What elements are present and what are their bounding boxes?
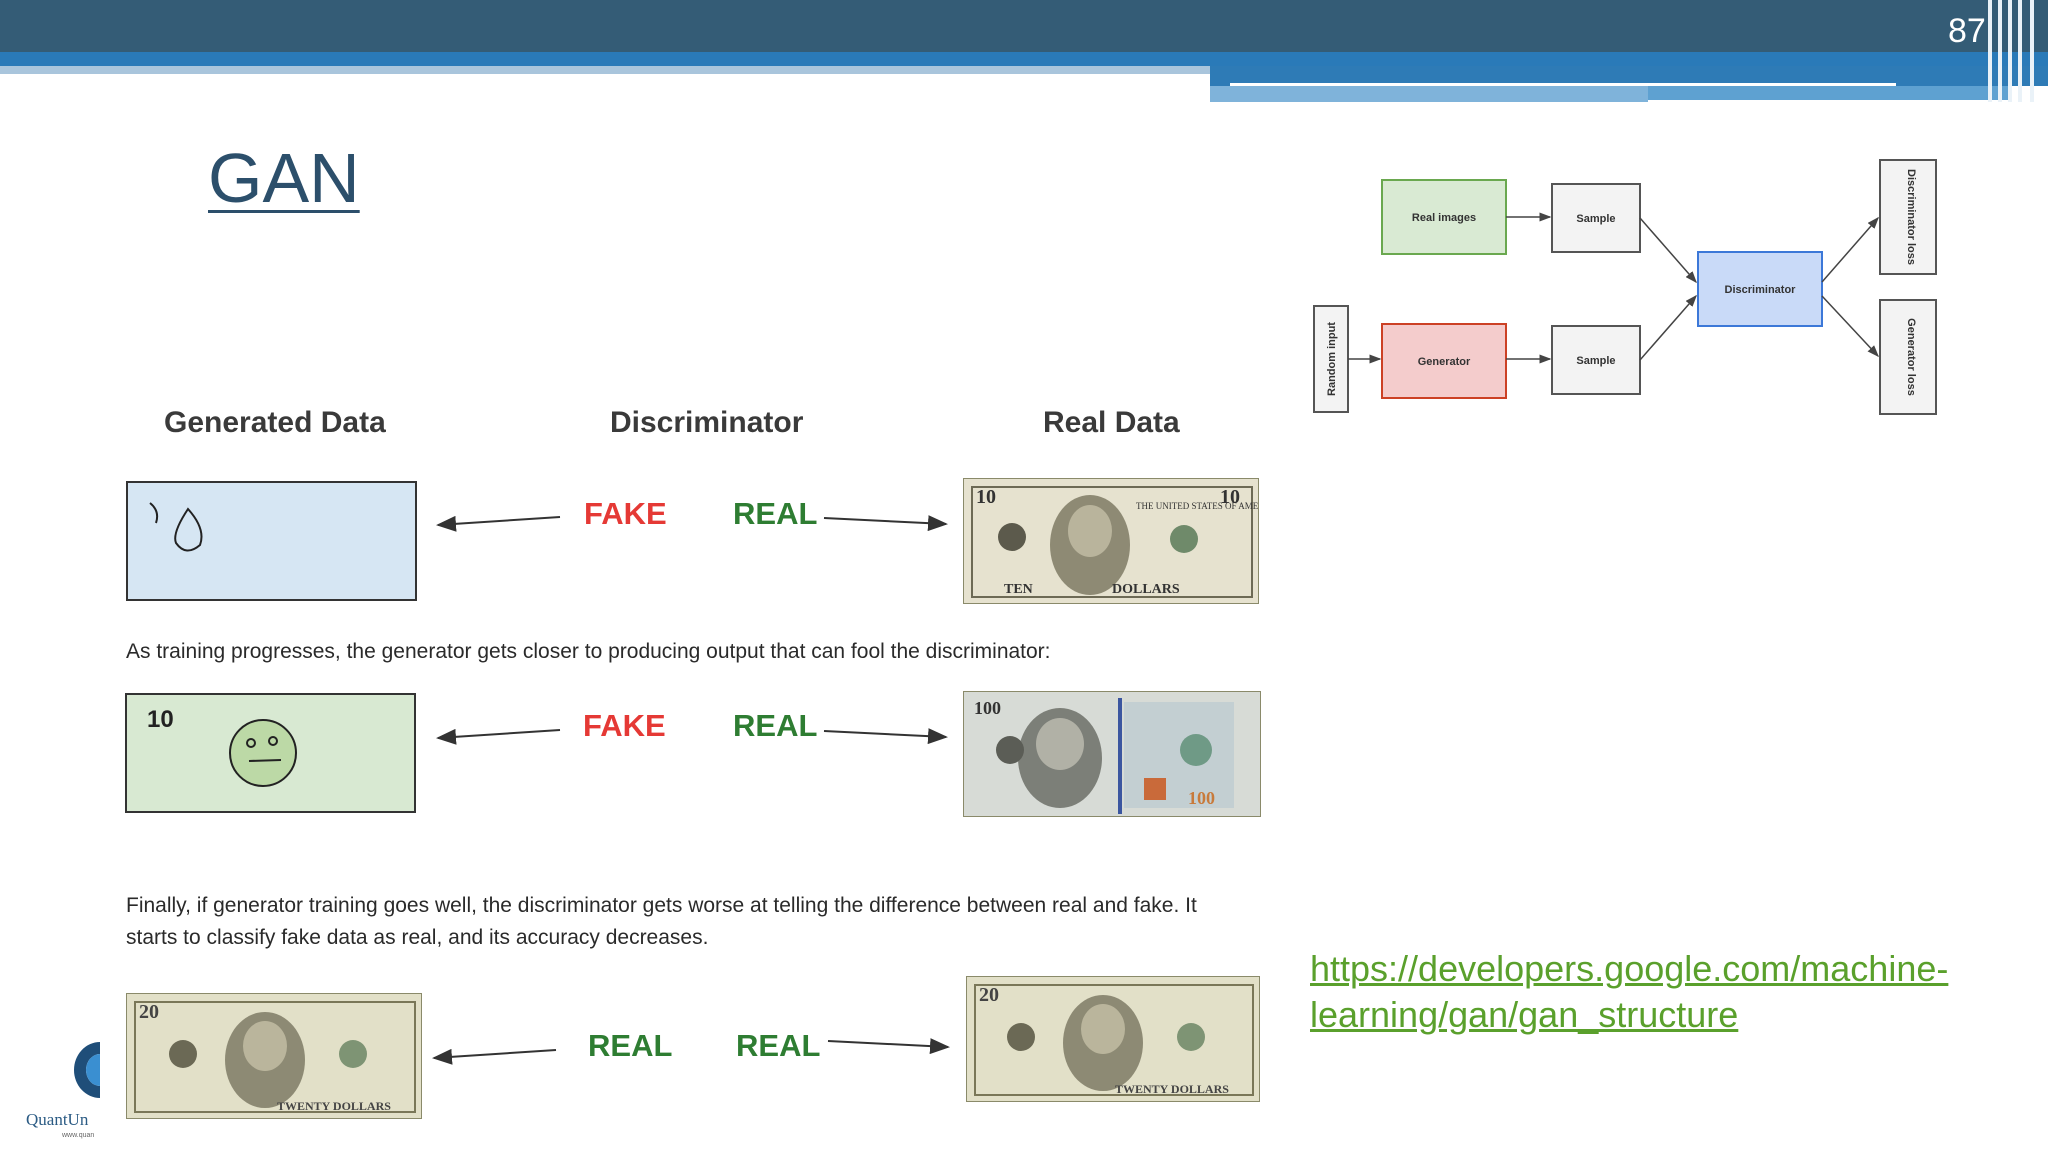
bill-twenty-words: TWENTY DOLLARS — [1115, 1082, 1229, 1096]
header-bar — [0, 0, 2048, 52]
discriminator-loss-box — [1879, 159, 1937, 275]
edge-sample-to-discriminator — [1639, 294, 1697, 361]
label-real: REAL — [733, 496, 818, 531]
caption-final-line1: Finally, if generator training goes well… — [126, 894, 1197, 917]
twenty-dollar-bill-real: 20 TWENTY DOLLARS — [966, 976, 1260, 1102]
bill-twenty-corner: 20 — [979, 984, 999, 1006]
random-input-box — [1313, 305, 1349, 413]
bill-banner: THE UNITED STATES OF AMERICA — [1136, 501, 1259, 511]
column-header-discriminator: Discriminator — [610, 406, 804, 439]
arrow-to-generated — [436, 515, 561, 532]
column-header-real: Real Data — [1043, 406, 1180, 439]
sample-bottom-label: Sample — [1576, 355, 1615, 367]
source-link-line1[interactable]: https://developers.google.com/machine- — [1310, 948, 1949, 989]
header-stripe — [1998, 0, 2002, 102]
bill-dollars-word: DOLLARS — [1112, 582, 1180, 597]
company-logo-subtext: www.quan — [62, 1132, 95, 1139]
label-fake: FAKE — [583, 708, 666, 743]
generator-label: Generator — [1418, 356, 1471, 368]
generator-loss-label: Generator loss — [1905, 318, 1917, 396]
real-images-label: Real images — [1412, 212, 1476, 224]
generated-data-sketch-1 — [126, 481, 417, 601]
sample-top-box — [1551, 183, 1641, 253]
label-fake: FAKE — [584, 496, 667, 531]
twenty-dollar-bill-generated: 20 TWENTY DOLLARS — [126, 993, 422, 1119]
header-right-band — [1210, 66, 2048, 86]
label-real: REAL — [736, 1028, 821, 1063]
edge-discriminator-to-gloss — [1821, 295, 1880, 358]
bill-ten-corner: 10 — [1220, 486, 1240, 508]
company-logo-icon — [74, 1042, 100, 1098]
column-header-generated: Generated Data — [164, 406, 386, 439]
header-stripe — [2018, 0, 2022, 102]
arrow-to-real — [827, 1038, 950, 1055]
bill-hundred-corner: 100 — [974, 698, 1001, 718]
ten-dollar-bill-image: 10 10 THE UNITED STATES OF AMERICA TEN D… — [963, 478, 1259, 604]
header-divider-line — [1230, 83, 1896, 86]
sample-bottom-box — [1551, 325, 1641, 395]
source-link-line2[interactable]: learning/gan/gan_structure — [1310, 994, 1739, 1035]
header-right-band-light — [1210, 86, 1648, 102]
real-images-box — [1381, 179, 1507, 255]
slide-number: 87 — [1948, 12, 1986, 50]
bill-twenty-words: TWENTY DOLLARS — [277, 1099, 391, 1113]
label-real: REAL — [588, 1028, 673, 1063]
generator-loss-box — [1879, 299, 1937, 415]
caption-final-line2: starts to classify fake data as real, an… — [126, 926, 709, 949]
hundred-dollar-bill-image: 100 100 — [963, 691, 1261, 817]
bill-ten-corner: 10 — [976, 486, 996, 508]
source-link[interactable]: https://developers.google.com/machine- l… — [1310, 946, 1948, 1038]
company-logo-text: QuantUn — [26, 1110, 89, 1129]
caption-progress: As training progresses, the generator ge… — [126, 640, 1051, 663]
bill-twenty-corner: 20 — [139, 1001, 159, 1023]
header-right-band-mid — [1648, 86, 2010, 100]
random-input-label: Random input — [1326, 322, 1338, 396]
arrow-to-generated — [436, 728, 561, 745]
gan-structure-diagram: Real images Sample Generator Sample Disc… — [1313, 159, 1937, 415]
sample-top-label: Sample — [1576, 213, 1615, 225]
discriminator-loss-label: Discriminator loss — [1905, 169, 1917, 265]
discriminator-box — [1697, 251, 1823, 327]
sketch-bill-value: 10 — [147, 706, 174, 733]
header-stripe — [2030, 0, 2034, 102]
slide-title: GAN — [208, 139, 360, 217]
header-stripe — [1988, 0, 1992, 102]
generated-data-sketch-2: 10 — [125, 693, 416, 813]
generator-box — [1381, 323, 1507, 399]
header-light-band — [0, 66, 1210, 74]
edge-sample-to-discriminator — [1639, 217, 1697, 284]
bill-hundred-bottom: 100 — [1188, 788, 1215, 808]
bill-ten-word: TEN — [1004, 582, 1033, 597]
arrow-to-real — [823, 515, 948, 532]
arrow-to-real — [823, 728, 948, 745]
discriminator-label: Discriminator — [1725, 284, 1797, 296]
header-accent-band — [0, 52, 2048, 66]
header-stripe — [2008, 0, 2012, 102]
edge-discriminator-to-dloss — [1821, 216, 1879, 283]
arrow-to-generated — [432, 1048, 557, 1065]
label-real: REAL — [733, 708, 818, 743]
